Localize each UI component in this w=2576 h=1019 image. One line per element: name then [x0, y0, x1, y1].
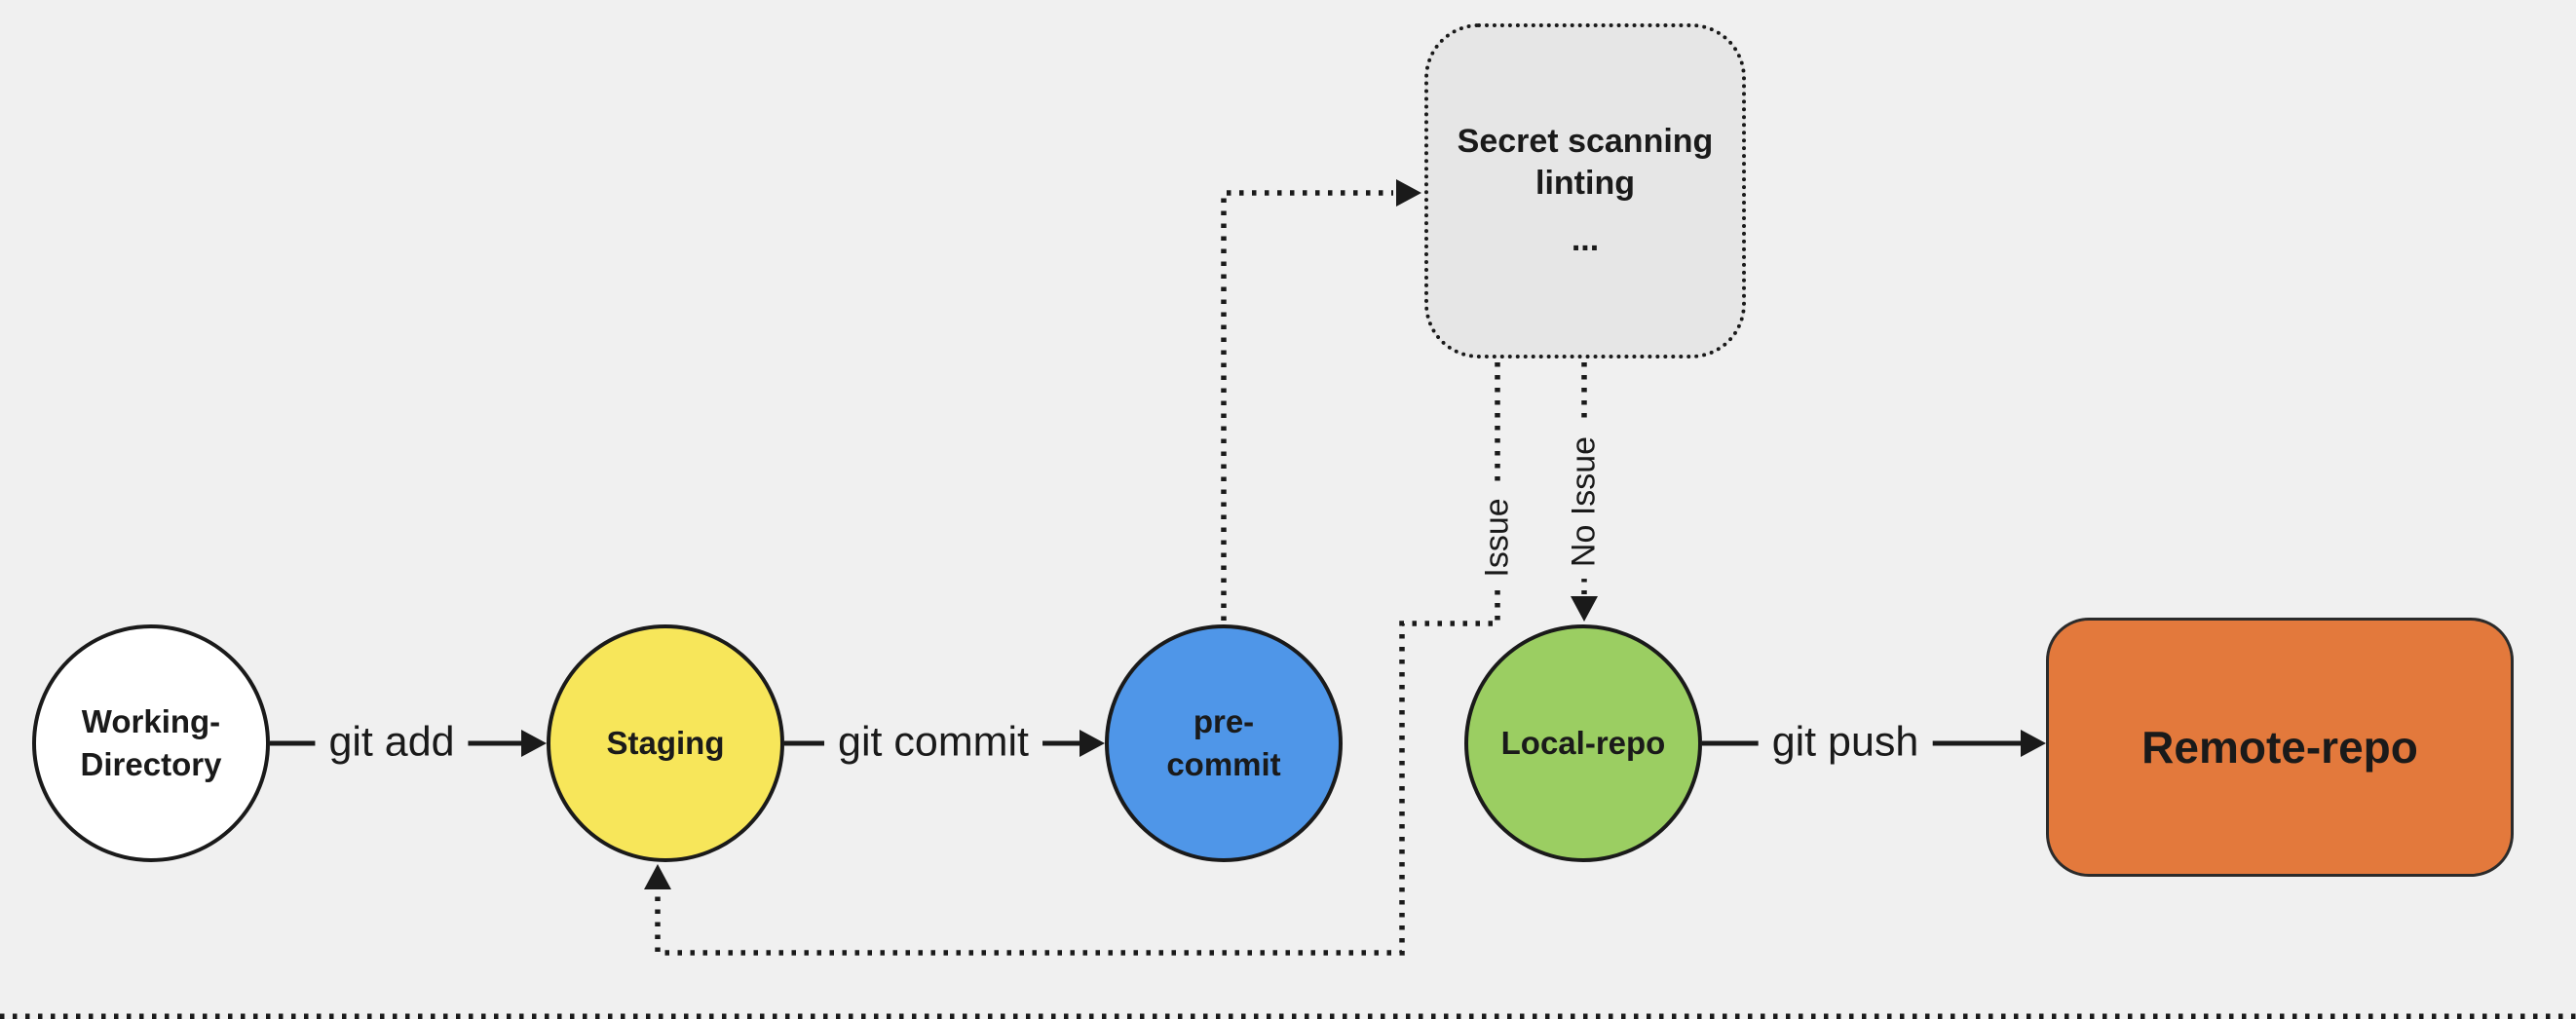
node-local-repo-label: Local-repo — [1500, 725, 1666, 762]
edge-label-issue: Issue — [1476, 486, 1519, 589]
node-checks-label-line1: Secret scanning — [1457, 122, 1714, 160]
edge-label-git-commit: git commit — [824, 716, 1042, 769]
node-checks-label-line2: linting — [1535, 165, 1635, 203]
edge-precommit-to-checks-dotted — [1221, 190, 1393, 621]
node-secret-scanning-checks: Secret scanning linting ... — [1424, 23, 1746, 359]
edge-label-git-push: git push — [1758, 716, 1933, 769]
node-checks-label-ellipsis: ... — [1571, 220, 1600, 258]
node-remote-repo: Remote-repo — [2046, 618, 2514, 877]
node-staging-label: Staging — [606, 725, 725, 762]
node-working-directory-label-line2: Directory — [80, 746, 222, 782]
node-working-directory: Working- Directory — [32, 624, 270, 862]
node-local-repo: Local-repo — [1464, 624, 1702, 862]
node-pre-commit-label-line1: pre- — [1193, 703, 1255, 740]
node-pre-commit-label-line2: commit — [1166, 746, 1281, 782]
arrowhead-into-localrepo — [1571, 596, 1598, 622]
node-pre-commit: pre- commit — [1105, 624, 1343, 862]
arrowhead-into-staging-bottom — [644, 864, 671, 889]
arrowhead-into-remoterepo — [2021, 730, 2046, 757]
node-remote-repo-label: Remote-repo — [2141, 721, 2418, 773]
arrowhead-into-checks — [1396, 179, 1421, 207]
node-working-directory-label-line1: Working- — [81, 703, 221, 740]
edge-label-no-issue: No Issue — [1563, 424, 1606, 580]
node-staging: Staging — [547, 624, 784, 862]
edge-label-git-add: git add — [315, 716, 469, 769]
arrowhead-into-precommit — [1080, 730, 1105, 757]
arrowhead-into-staging-right — [521, 730, 547, 757]
edge-checks-to-staging-dotted — [655, 362, 1500, 956]
